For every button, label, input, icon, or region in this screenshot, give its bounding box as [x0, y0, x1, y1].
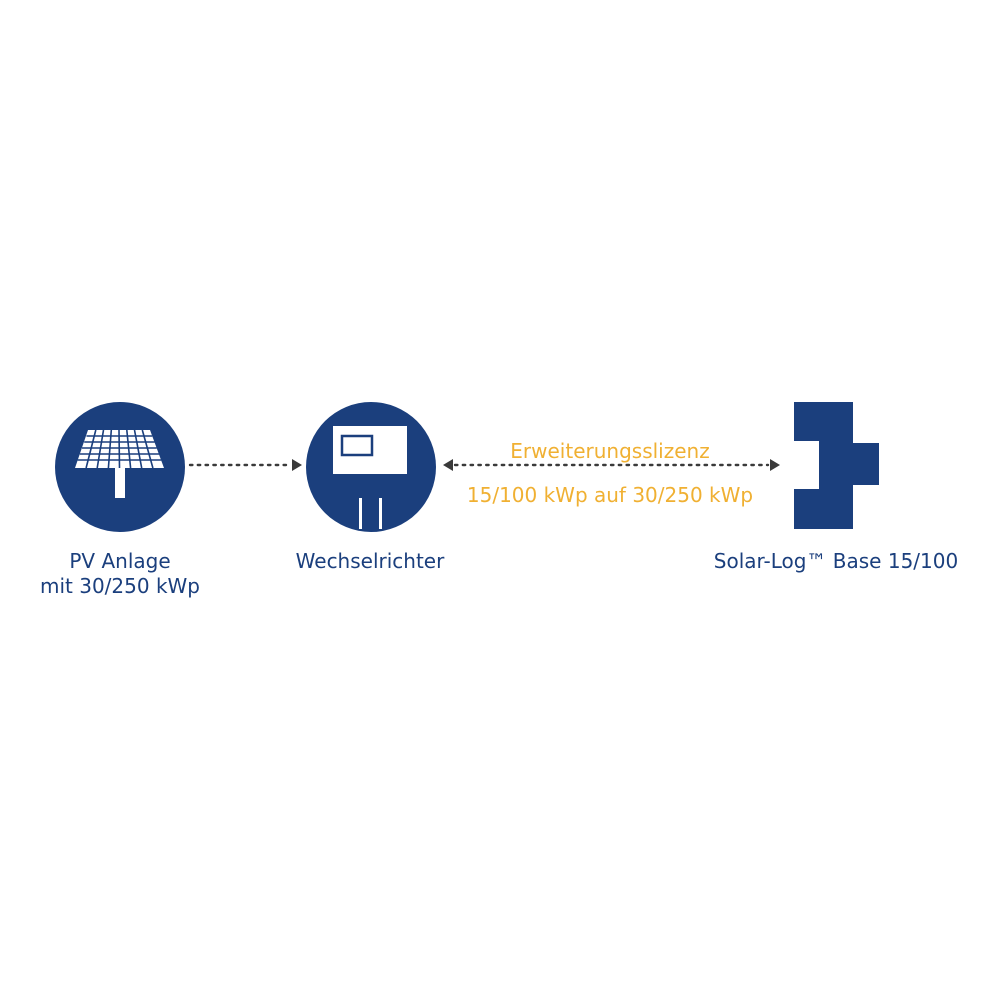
solar-log-label-line-1: Solar-Log™ Base 15/100 [713, 549, 959, 573]
inverter-label-line-1: Wechselrichter [295, 549, 445, 573]
solar-log-device-icon [794, 402, 879, 529]
pv-system-label-line-2: mit 30/250 kWp [39, 574, 200, 598]
inverter-icon [306, 402, 436, 532]
solar-log-label: Solar-Log™ Base 15/100 [700, 549, 972, 574]
extension-license-label-line-2: 15/100 kWp auf 30/250 kWp [466, 483, 754, 507]
pv-system-label-line-1: PV Anlage [69, 549, 171, 573]
pv-system-label: PV Anlage mit 30/250 kWp [0, 549, 240, 599]
extension-license-label: Erweiterungsslizenz 15/100 kWp auf 30/25… [440, 429, 780, 517]
solar-panel-icon [55, 402, 185, 532]
inverter-label: Wechselrichter [270, 549, 470, 574]
arrow-inverter-to-solarlog [443, 459, 780, 471]
extension-license-label-line-1: Erweiterungsslizenz [510, 439, 710, 463]
arrow-pv-to-inverter [188, 459, 302, 471]
